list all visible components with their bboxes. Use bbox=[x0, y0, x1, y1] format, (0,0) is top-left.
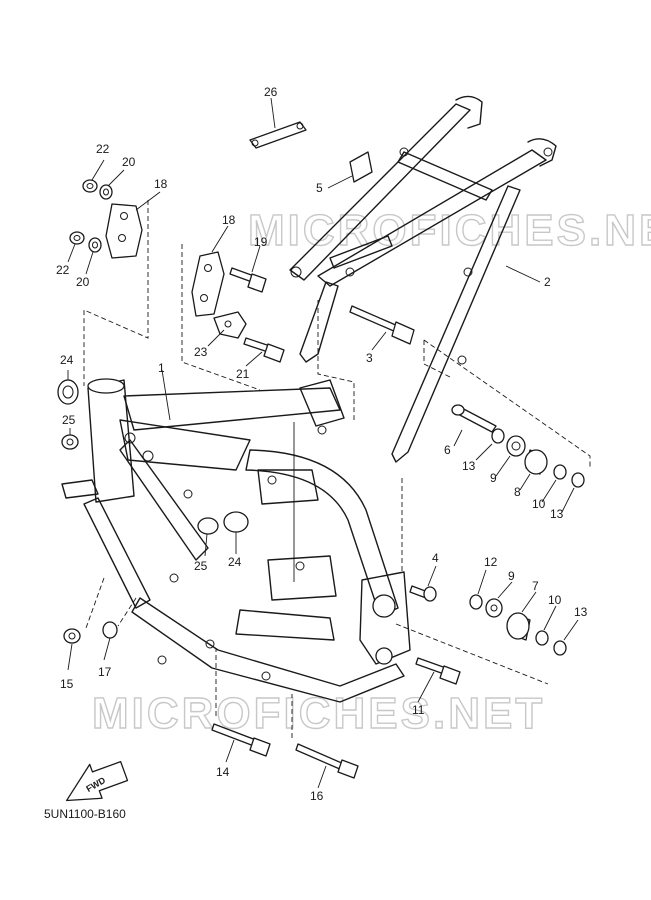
watermark-top: MICROFICHES.NET bbox=[248, 206, 651, 255]
part-6-bolt bbox=[451, 404, 497, 433]
part-11-bolt bbox=[415, 657, 461, 685]
callout-12: 12 bbox=[484, 555, 498, 569]
callout-14: 14 bbox=[216, 765, 230, 779]
callout-23: 23 bbox=[194, 345, 208, 359]
callout-11: 11 bbox=[412, 703, 425, 717]
callout-13-a: 13 bbox=[462, 459, 476, 473]
fwd-arrow-icon: FWD bbox=[66, 761, 129, 802]
callout-6: 6 bbox=[444, 443, 451, 457]
callout-17: 17 bbox=[98, 665, 112, 679]
part-23-bracket bbox=[213, 311, 247, 339]
part-15-nut bbox=[63, 628, 81, 644]
part-2-sub-frame bbox=[289, 95, 557, 463]
part-18-engine-mount-plate-left bbox=[105, 203, 143, 259]
callout-8: 8 bbox=[514, 485, 521, 499]
diagram-code: 5UN1100-B160 bbox=[44, 807, 126, 821]
part-24-cap-left bbox=[57, 379, 79, 405]
part-1-main-frame bbox=[61, 378, 411, 703]
part-25-plug-center bbox=[197, 517, 219, 535]
part-13-washer-b bbox=[571, 472, 585, 488]
part-10-collar-a bbox=[553, 464, 567, 480]
callout-7: 7 bbox=[532, 579, 539, 593]
callout-21: 21 bbox=[236, 367, 250, 381]
part-14-bolt bbox=[211, 723, 271, 757]
callout-9-a: 9 bbox=[490, 471, 497, 485]
part-21-bolt bbox=[243, 337, 285, 363]
callout-2: 2 bbox=[544, 275, 551, 289]
callout-13-b: 13 bbox=[550, 507, 564, 521]
part-22-nut-top bbox=[82, 179, 98, 193]
part-9-collar-a bbox=[506, 435, 526, 457]
callout-24-center: 24 bbox=[228, 555, 242, 569]
callout-9-b: 9 bbox=[508, 569, 515, 583]
part-10-collar-b bbox=[535, 630, 549, 646]
callout-10-a: 10 bbox=[532, 497, 546, 511]
part-8-bushing bbox=[524, 449, 548, 475]
part-16-bolt bbox=[295, 743, 359, 779]
callout-22-top: 22 bbox=[96, 142, 110, 156]
part-26-bracket bbox=[249, 121, 307, 149]
watermark-bottom: MICROFICHES.NET bbox=[92, 689, 545, 738]
callout-26: 26 bbox=[264, 85, 278, 99]
callout-24-left: 24 bbox=[60, 353, 74, 367]
callout-18-right: 18 bbox=[222, 213, 236, 227]
callout-10-b: 10 bbox=[548, 593, 562, 607]
part-17-collar bbox=[102, 621, 118, 639]
part-20-washer-lower bbox=[88, 237, 102, 253]
part-22-nut-lower bbox=[69, 231, 85, 245]
callout-4: 4 bbox=[432, 551, 439, 565]
part-20-washer-top bbox=[99, 184, 113, 200]
callout-15: 15 bbox=[60, 677, 74, 691]
part-7-bushing bbox=[506, 612, 531, 641]
callout-16: 16 bbox=[310, 789, 324, 803]
part-3-bolt bbox=[349, 305, 415, 345]
part-19-bolt bbox=[229, 267, 267, 293]
callout-5: 5 bbox=[316, 181, 323, 195]
part-4-bolt bbox=[409, 585, 437, 602]
part-12-nut bbox=[469, 594, 483, 610]
callout-20-lower: 20 bbox=[76, 275, 90, 289]
part-9-collar-b bbox=[485, 598, 503, 618]
callout-13-c: 13 bbox=[574, 605, 588, 619]
callout-25-left: 25 bbox=[62, 413, 76, 427]
part-13-washer-c bbox=[553, 640, 567, 656]
callout-22-lower: 22 bbox=[56, 263, 70, 277]
callout-19: 19 bbox=[254, 235, 268, 249]
callout-25-center: 25 bbox=[194, 559, 208, 573]
part-18-engine-mount-plate-right bbox=[191, 251, 225, 317]
callout-3: 3 bbox=[366, 351, 373, 365]
callout-20-top: 20 bbox=[122, 155, 136, 169]
part-13-washer-a bbox=[491, 428, 505, 444]
part-25-nut-left bbox=[61, 434, 79, 450]
part-24-plug-center bbox=[223, 511, 249, 533]
callout-1: 1 bbox=[158, 361, 165, 375]
part-5-clip bbox=[349, 151, 373, 183]
callout-18-left: 18 bbox=[154, 177, 168, 191]
